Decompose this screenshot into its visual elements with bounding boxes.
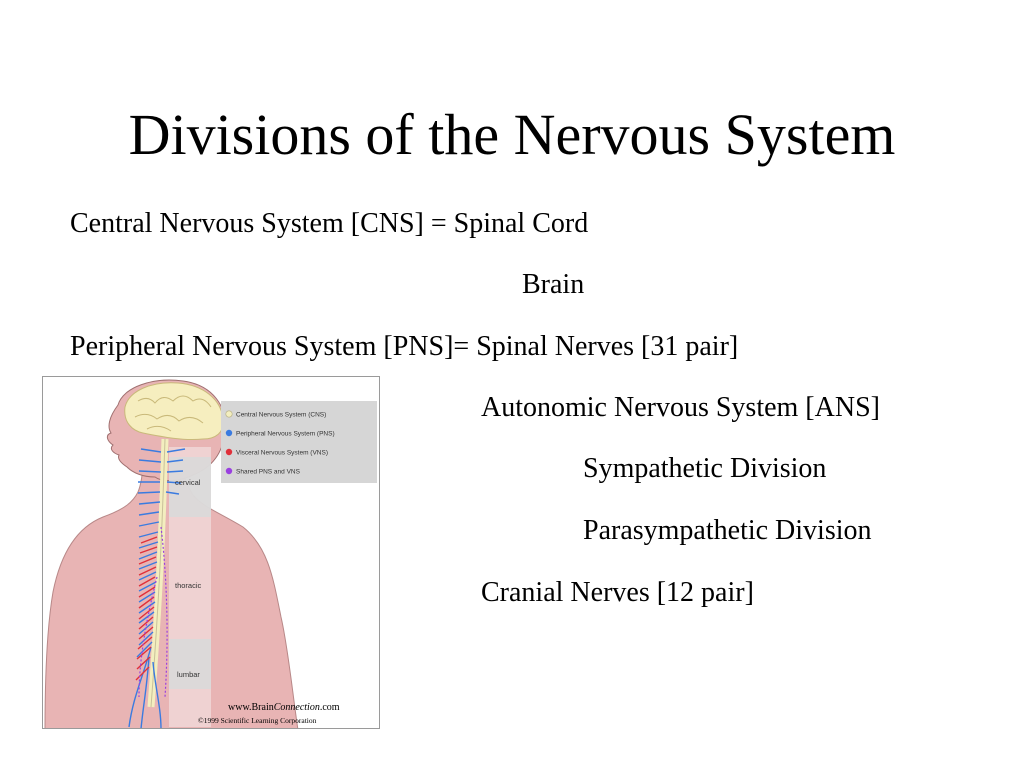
region-label-lumbar: lumbar bbox=[177, 670, 200, 679]
region-label-cervical: cervical bbox=[175, 478, 201, 487]
legend-label-shared: Shared PNS and VNS bbox=[236, 469, 301, 476]
sympathetic-line: Sympathetic Division bbox=[583, 453, 827, 484]
shared-legend-dot bbox=[225, 467, 233, 475]
pns-legend-dot bbox=[225, 429, 233, 437]
shared-nerves-purple bbox=[138, 526, 168, 698]
legend: Central Nervous System (CNS) Peripheral … bbox=[225, 410, 335, 476]
anatomy-svg: Central Nervous System (CNS) Peripheral … bbox=[44, 379, 377, 728]
legend-label-cns: Central Nervous System (CNS) bbox=[236, 412, 326, 419]
legend-label-vns: Visceral Nervous System (VNS) bbox=[236, 450, 328, 457]
brain-line: Brain bbox=[522, 269, 585, 300]
cranial-nerves-line: Cranial Nerves [12 pair] bbox=[481, 577, 754, 608]
legend-label-pns: Peripheral Nervous System (PNS) bbox=[236, 431, 335, 438]
vns-legend-dot bbox=[225, 448, 233, 456]
brain-shape bbox=[124, 382, 224, 440]
cns-legend-dot bbox=[225, 410, 233, 418]
ans-line: Autonomic Nervous System [ANS] bbox=[481, 392, 880, 423]
region-label-thoracic: thoracic bbox=[175, 581, 202, 590]
parasympathetic-line: Parasympathetic Division bbox=[583, 515, 872, 546]
credit-copyright: ©1999 Scientific Learning Corporation bbox=[198, 716, 317, 725]
credit-site: www.BrainConnection.com bbox=[228, 702, 340, 713]
slide-title: Divisions of the Nervous System bbox=[128, 102, 896, 167]
nervous-system-illustration: Central Nervous System (CNS) Peripheral … bbox=[42, 376, 380, 729]
pns-line: Peripheral Nervous System [PNS]= Spinal … bbox=[70, 331, 739, 362]
legend-panel bbox=[221, 401, 377, 483]
cns-line: Central Nervous System [CNS] = Spinal Co… bbox=[70, 208, 589, 239]
visceral-nerves-red bbox=[135, 536, 158, 681]
